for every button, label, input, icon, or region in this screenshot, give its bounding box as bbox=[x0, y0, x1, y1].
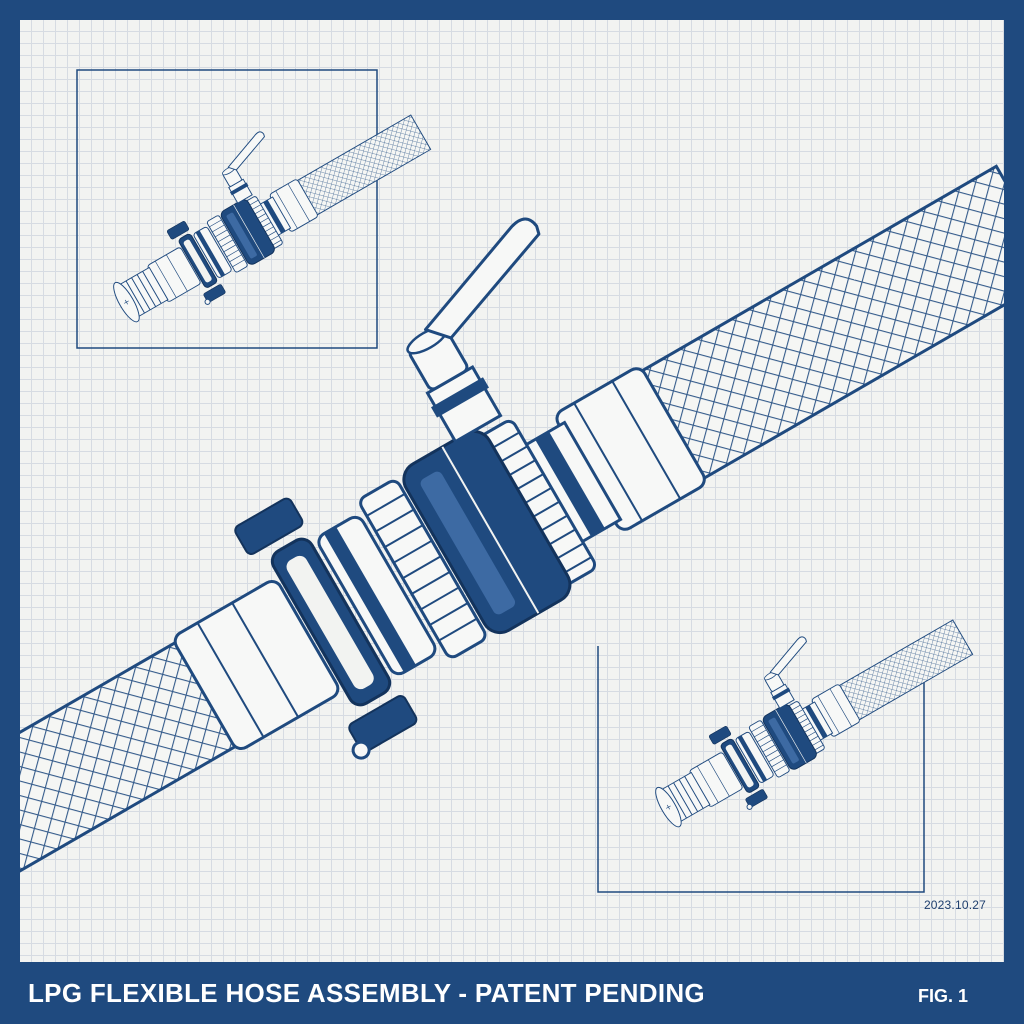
drawing-date: 2023.10.27 bbox=[923, 898, 986, 912]
inset-assembly-bottom bbox=[622, 567, 984, 848]
inset-assembly-top bbox=[80, 62, 442, 343]
drawing-title: LPG FLEXIBLE HOSE ASSEMBLY - PATENT PEND… bbox=[28, 978, 705, 1008]
technical-drawing bbox=[20, 20, 1004, 925]
drawing-sheet bbox=[20, 20, 1004, 962]
figure-label: FIG. 1 bbox=[917, 986, 968, 1006]
inset-frame-bottom-right bbox=[597, 646, 925, 893]
inset-frame-top-left bbox=[76, 69, 378, 349]
title-bar bbox=[0, 962, 1024, 1024]
